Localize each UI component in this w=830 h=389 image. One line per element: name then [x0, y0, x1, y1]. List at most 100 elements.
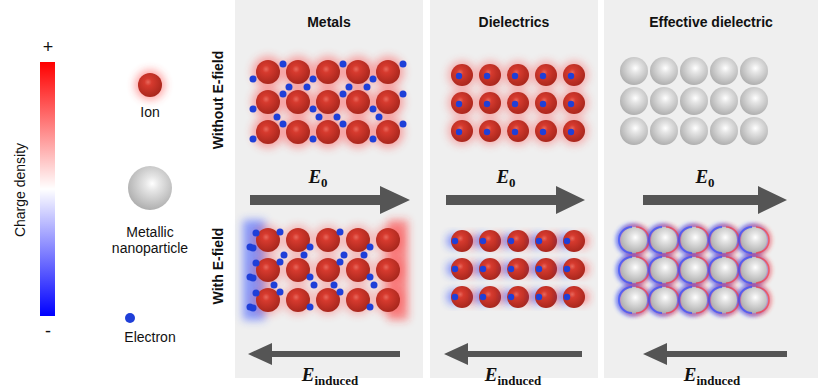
ion	[376, 90, 400, 114]
nanoparticle	[681, 227, 707, 253]
nanoparticle	[680, 87, 708, 115]
charge-rim	[619, 257, 632, 283]
electron	[280, 61, 287, 68]
charge-glow	[738, 286, 766, 314]
ion	[563, 120, 585, 142]
ion	[563, 64, 585, 86]
charge-rim	[696, 287, 709, 313]
charge-glow	[253, 255, 283, 285]
electron	[484, 129, 490, 135]
ion	[286, 288, 310, 312]
charge-glow	[252, 116, 284, 148]
nanoparticle	[681, 287, 707, 313]
charge-glow	[372, 86, 404, 118]
charge-glow	[372, 56, 404, 88]
electron	[250, 245, 257, 252]
electron	[340, 91, 347, 98]
electron	[253, 290, 260, 297]
induced-arrow	[444, 343, 582, 365]
ion	[376, 120, 400, 144]
ion	[286, 120, 310, 144]
e0-arrow	[250, 186, 410, 214]
electron	[316, 114, 323, 121]
charge-glow	[283, 285, 313, 315]
electron	[452, 238, 458, 244]
nanoparticle	[621, 287, 647, 313]
electron	[277, 259, 284, 266]
electron	[250, 106, 257, 113]
axis-title: Charge density	[12, 143, 28, 237]
charge-glow	[738, 226, 766, 254]
charge-glow	[682, 286, 710, 314]
field-label: Einduced	[684, 364, 740, 389]
row-label: With E-field	[210, 228, 226, 305]
ion	[286, 60, 310, 84]
charge-rim	[756, 257, 769, 283]
electron	[367, 274, 374, 281]
electron	[253, 230, 260, 237]
electron	[512, 73, 518, 79]
electron	[307, 244, 314, 251]
charge-rim	[696, 257, 709, 283]
electron	[376, 114, 383, 121]
ion	[256, 120, 280, 144]
nanoparticle	[620, 117, 648, 145]
charge-rim	[679, 287, 692, 313]
nanoparticle	[711, 257, 737, 283]
ion	[479, 258, 501, 280]
electron	[340, 61, 347, 68]
charge-glow	[648, 256, 676, 284]
field-label: E0	[496, 166, 515, 191]
electron	[480, 294, 486, 300]
electron	[337, 289, 344, 296]
charge-glow	[652, 256, 680, 284]
charge-rim	[756, 227, 769, 253]
electron	[480, 266, 486, 272]
charge-rim	[619, 227, 632, 253]
charge-glow	[282, 86, 314, 118]
charge-glow	[652, 286, 680, 314]
charge-rim	[666, 287, 679, 313]
ion	[138, 73, 162, 97]
charge-glow	[342, 56, 374, 88]
electron	[334, 114, 341, 121]
charge-glow	[742, 226, 770, 254]
charge-glow	[343, 255, 373, 285]
electron	[125, 313, 135, 323]
ion	[451, 92, 473, 114]
charge-rim	[709, 257, 722, 283]
electron	[250, 76, 257, 83]
induced-arrow	[643, 343, 787, 365]
ion	[479, 120, 501, 142]
charge-rim	[696, 227, 709, 253]
ion	[316, 258, 340, 282]
field-label: E0	[308, 166, 327, 191]
charge-glow	[738, 256, 766, 284]
charge-glow	[448, 117, 476, 145]
charge-glow	[342, 86, 374, 118]
electron	[250, 275, 257, 282]
nanoparticle	[711, 227, 737, 253]
ion	[451, 258, 473, 280]
charge-glow	[448, 61, 476, 89]
charge-rim	[756, 287, 769, 313]
charge-glow	[742, 286, 770, 314]
electron	[480, 238, 486, 244]
electron	[367, 304, 374, 311]
panel: Metals	[235, 0, 423, 378]
nanoparticle	[650, 117, 678, 145]
ion	[286, 90, 310, 114]
nanoparticle	[650, 57, 678, 85]
electron	[277, 229, 284, 236]
electron	[456, 73, 462, 79]
charge-glow	[476, 117, 504, 145]
panel-heading: Dielectrics	[430, 14, 598, 30]
nanoparticle	[711, 287, 737, 313]
charge-glow	[682, 256, 710, 284]
electron	[536, 294, 542, 300]
charge-glow	[622, 256, 650, 284]
ion	[346, 120, 370, 144]
panel-ground	[430, 0, 598, 378]
electron	[512, 101, 518, 107]
electron	[508, 238, 514, 244]
